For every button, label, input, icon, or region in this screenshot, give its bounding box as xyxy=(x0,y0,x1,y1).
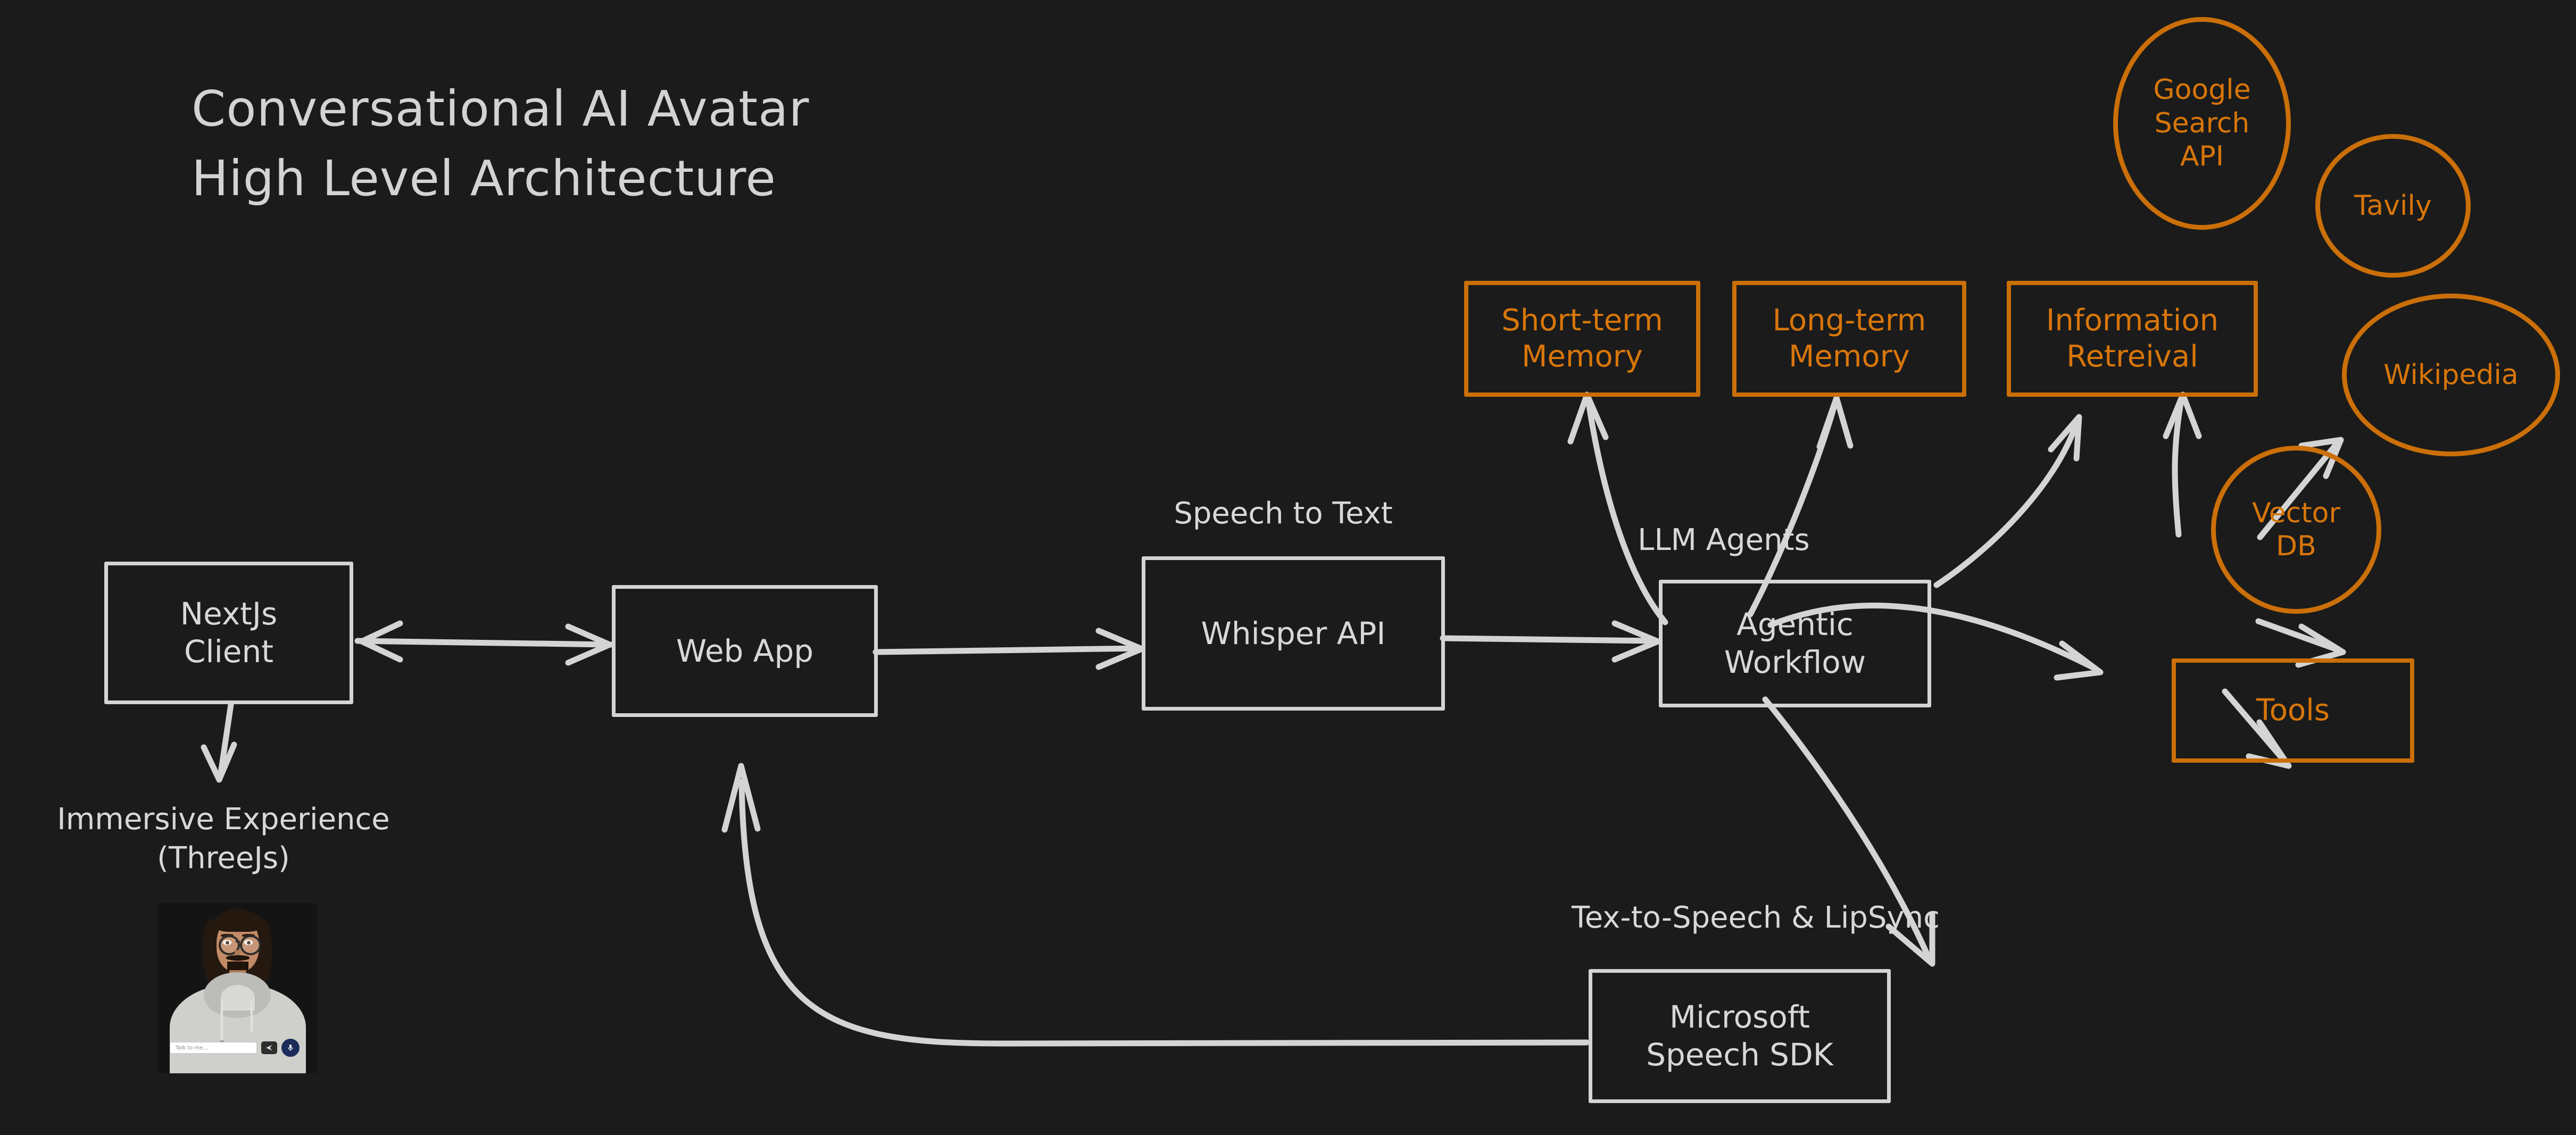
avatar-drawstring-right xyxy=(251,1000,253,1032)
microphone-button[interactable] xyxy=(281,1039,300,1057)
avatar-glasses-right xyxy=(240,935,261,955)
node-label: Tavily xyxy=(2354,189,2432,222)
talk-to-me-input[interactable]: Talk to me... xyxy=(170,1042,257,1054)
node-web-app[interactable]: Web App xyxy=(612,585,878,717)
node-agentic-workflow[interactable]: Agentic Workflow xyxy=(1659,580,1931,707)
send-button[interactable] xyxy=(261,1041,277,1054)
node-label: Tools xyxy=(2256,692,2330,728)
node-short-term-memory[interactable]: Short-term Memory xyxy=(1464,281,1700,397)
node-label: Google Search API xyxy=(2153,74,2251,173)
input-placeholder: Talk to me... xyxy=(176,1045,208,1051)
node-microsoft-speech-sdk[interactable]: Microsoft Speech SDK xyxy=(1589,969,1891,1103)
node-label: Long-term Memory xyxy=(1772,303,1926,374)
microphone-icon xyxy=(288,1045,293,1051)
avatar-preview: Talk to me... xyxy=(158,903,317,1073)
node-label: Information Retreival xyxy=(2046,303,2219,374)
avatar-input-row[interactable]: Talk to me... xyxy=(170,1039,300,1057)
send-icon xyxy=(266,1045,272,1051)
avatar-fringe xyxy=(214,911,262,932)
node-label: Web App xyxy=(676,632,814,669)
node-whisper-api[interactable]: Whisper API xyxy=(1142,556,1445,711)
node-nextjs-client[interactable]: NextJs Client xyxy=(104,562,353,704)
node-label: Agentic Workflow xyxy=(1724,606,1866,680)
avatar-moustache xyxy=(226,955,250,961)
edge-label-text-to-speech-lipsync: Tex-to-Speech & LipSync xyxy=(1572,900,1940,935)
node-label: Whisper API xyxy=(1201,615,1386,652)
node-information-retrieval[interactable]: Information Retreival xyxy=(2007,281,2258,397)
node-label: Vector DB xyxy=(2252,497,2340,562)
edge-label-immersive-experience: Immersive Experience (ThreeJs) xyxy=(57,802,390,875)
node-long-term-memory[interactable]: Long-term Memory xyxy=(1732,281,1966,397)
avatar-nose xyxy=(235,950,241,955)
node-label: Wikipedia xyxy=(2383,358,2519,391)
edge-label-llm-agents: LLM Agents xyxy=(1638,523,1810,557)
node-google-search-api[interactable]: Google Search API xyxy=(2113,17,2291,230)
node-wikipedia[interactable]: Wikipedia xyxy=(2342,294,2560,456)
node-vector-db[interactable]: Vector DB xyxy=(2211,446,2381,614)
node-tools[interactable]: Tools xyxy=(2172,658,2414,763)
page-title: Conversational AI Avatar High Level Arch… xyxy=(192,80,810,207)
node-tavily[interactable]: Tavily xyxy=(2315,134,2471,278)
avatar-drawstring-left xyxy=(221,1000,223,1041)
edge-label-speech-to-text: Speech to Text xyxy=(1174,496,1393,531)
node-label: NextJs Client xyxy=(180,596,278,670)
node-label: Microsoft Speech SDK xyxy=(1646,999,1833,1073)
node-label: Short-term Memory xyxy=(1501,303,1663,374)
avatar-shirt xyxy=(221,985,255,1011)
avatar-glasses-bridge xyxy=(236,941,240,942)
